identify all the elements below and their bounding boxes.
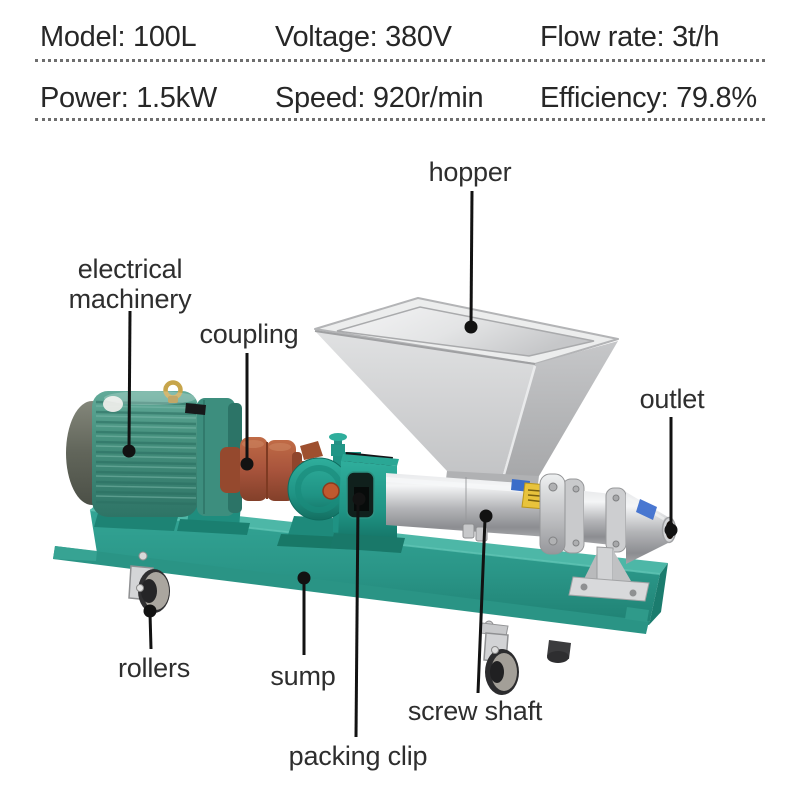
screw-casing-pipe [386,473,677,602]
electric-motor [66,380,250,535]
roller-caster-left [128,565,170,613]
hopper-part [314,297,619,484]
packing-clip-bracket [330,454,405,553]
spec-power: Power: 1.5kW [40,82,217,114]
label-screw-shaft: screw shaft [407,696,543,726]
divider-dotted-2 [35,118,765,121]
divider-dotted-1 [35,59,765,62]
label-packing-clip: packing clip [288,741,428,771]
label-hopper: hopper [428,157,512,187]
spec-model: Model: 100L [40,21,197,53]
roller-caster-rear [547,640,571,663]
spec-efficiency: Efficiency: 79.8% [540,82,757,114]
label-electrical-machinery: electrical machinery [68,254,192,314]
spec-flow-rate: Flow rate: 3t/h [540,21,720,53]
lifting-eye [163,380,183,403]
label-outlet: outlet [639,384,705,414]
spec-voltage: Voltage: 380V [275,21,452,53]
roller-caster-middle [479,622,519,695]
label-rollers: rollers [117,653,191,683]
spec-row-2: Power: 1.5kW Speed: 920r/min Efficiency:… [0,82,800,122]
label-coupling: coupling [199,319,299,349]
callout-lines [127,190,673,738]
callout-dots [122,320,678,618]
spec-row-1: Model: 100L Voltage: 380V Flow rate: 3t/… [0,21,800,61]
pump-housing [277,433,405,553]
label-sump: sump [270,661,336,691]
spec-speed: Speed: 920r/min [275,82,484,114]
outlet-support-bracket [568,546,650,602]
